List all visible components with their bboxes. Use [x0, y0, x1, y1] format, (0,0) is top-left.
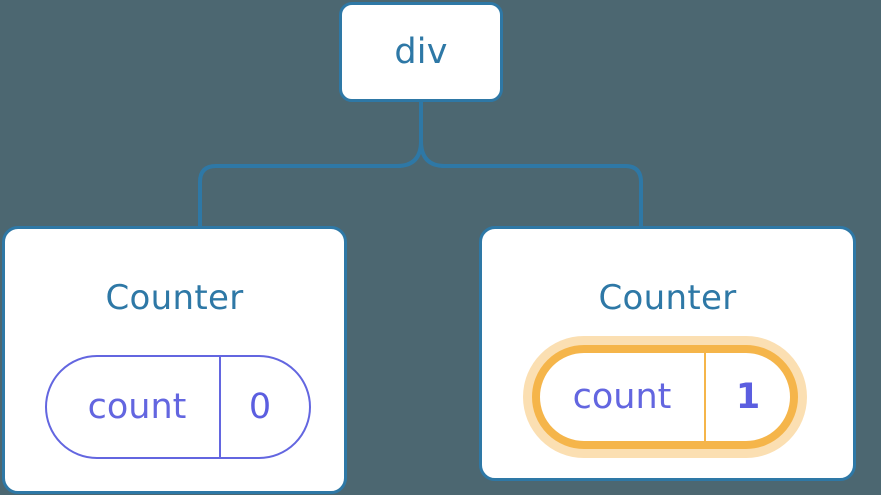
- node-counter-right[interactable]: Counter count 1: [479, 226, 856, 481]
- state-pill-count-left[interactable]: count 0: [45, 355, 311, 459]
- connector-branch-right: [440, 164, 643, 230]
- state-value-label-right: 1: [735, 376, 761, 417]
- connector-stem: [395, 99, 423, 168]
- state-pill-value-cell-left: 0: [221, 357, 309, 457]
- state-key-label-left: count: [87, 386, 187, 427]
- node-counter-left[interactable]: Counter count 0: [2, 226, 347, 494]
- state-value-label-left: 0: [248, 386, 272, 427]
- connector-stem-mirror: [419, 99, 447, 168]
- node-counter-right-label: Counter: [598, 278, 737, 318]
- node-div-label: div: [394, 31, 448, 72]
- state-pill-key-cell-right: count: [540, 353, 706, 441]
- node-counter-left-label: Counter: [105, 278, 244, 318]
- state-pill-key-cell-left: count: [47, 357, 221, 457]
- state-pill-highlight-wrapper: count 1: [523, 336, 807, 458]
- state-pill-value-cell-right: 1: [706, 353, 790, 441]
- connector-branch-left: [198, 164, 402, 230]
- state-pill-count-right[interactable]: count 1: [532, 345, 798, 449]
- node-div[interactable]: div: [339, 2, 503, 102]
- state-key-label-right: count: [572, 376, 672, 417]
